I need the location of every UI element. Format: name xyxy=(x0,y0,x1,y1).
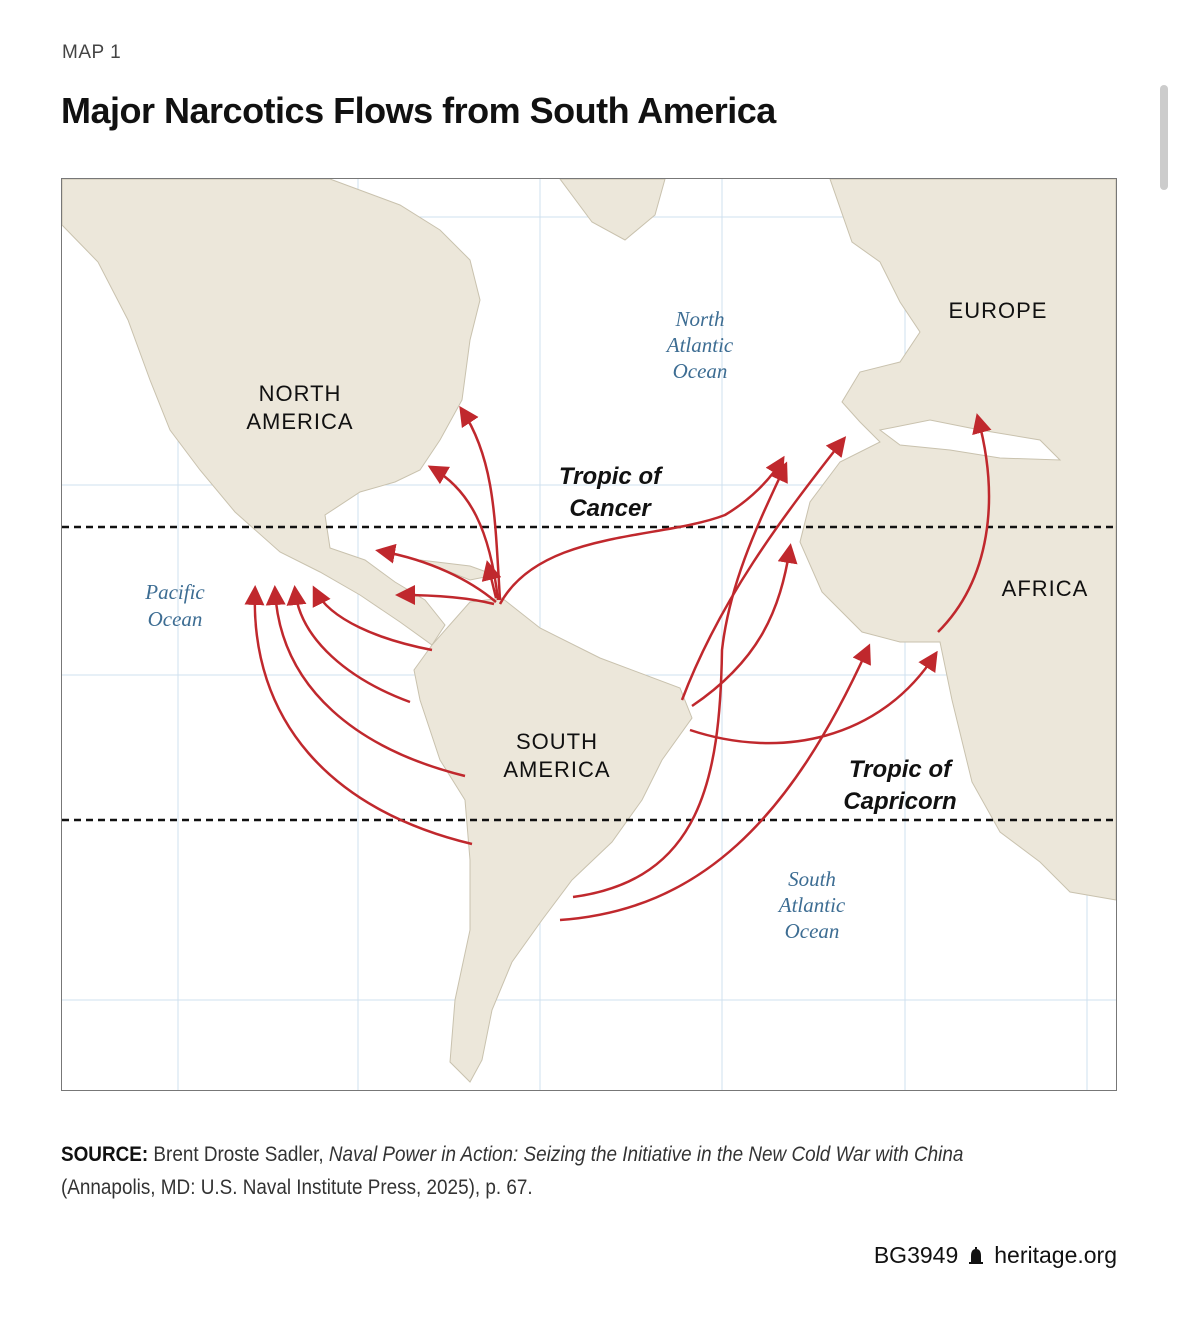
label-pacific-1: Pacific xyxy=(144,580,205,604)
source-note: SOURCE: Brent Droste Sadler, Naval Power… xyxy=(61,1138,1033,1204)
label-north-atlantic-3: Ocean xyxy=(673,359,728,383)
map-kicker: MAP 1 xyxy=(62,42,122,63)
flow-arrow xyxy=(481,560,502,599)
label-tropic-capricorn-2: Capricorn xyxy=(843,788,956,815)
label-south-america-2: AMERICA xyxy=(503,757,610,782)
scrollbar[interactable] xyxy=(1160,85,1168,190)
flow-arrow xyxy=(244,585,473,846)
label-tropic-capricorn-1: Tropic of xyxy=(849,756,953,783)
north-america-land xyxy=(61,178,481,646)
label-tropic-cancer-2: Cancer xyxy=(569,495,652,522)
flow-arrow xyxy=(375,543,497,603)
flow-arrow xyxy=(937,413,992,633)
flow-arrow xyxy=(395,585,495,606)
ocean-labels: North Atlantic Ocean Pacific Ocean South… xyxy=(144,307,846,943)
flow-arrow xyxy=(265,585,466,778)
flow-arrow xyxy=(691,543,798,708)
label-south-atlantic-2: Atlantic xyxy=(777,893,846,917)
label-south-atlantic-3: Ocean xyxy=(785,919,840,943)
site-link[interactable]: heritage.org xyxy=(994,1242,1117,1268)
map-svg: NORTH AMERICA SOUTH AMERICA EUROPE AFRIC… xyxy=(61,178,1117,1090)
label-pacific-2: Ocean xyxy=(148,607,203,631)
south-america-land xyxy=(413,597,693,1083)
footer: BG3949 heritage.org xyxy=(874,1242,1117,1269)
label-tropic-cancer-1: Tropic of xyxy=(559,463,663,490)
flow-arrow xyxy=(689,650,938,745)
landmasses xyxy=(61,178,1117,1083)
report-code: BG3949 xyxy=(873,1242,959,1268)
greenland-land xyxy=(559,178,666,241)
label-north-atlantic-1: North xyxy=(674,307,724,331)
label-europe: EUROPE xyxy=(949,298,1048,323)
label-north-america-2: AMERICA xyxy=(246,409,353,434)
mediterranean-sea xyxy=(878,419,1062,461)
label-south-atlantic-1: South xyxy=(788,867,836,891)
flow-arrow xyxy=(312,585,433,652)
flow-arrow xyxy=(559,643,871,922)
flow-arrow xyxy=(286,585,411,704)
source-author: Brent Droste Sadler, xyxy=(153,1143,324,1166)
tropic-labels: Tropic of Cancer Tropic of Capricorn xyxy=(559,463,957,815)
liberty-bell-icon xyxy=(969,1246,984,1264)
flow-arrow xyxy=(572,461,788,899)
flow-arrows xyxy=(244,405,992,922)
region-labels: NORTH AMERICA SOUTH AMERICA EUROPE AFRIC… xyxy=(246,298,1089,782)
narcotics-flow-map: NORTH AMERICA SOUTH AMERICA EUROPE AFRIC… xyxy=(61,178,1117,1091)
source-details: (Annapolis, MD: U.S. Naval Institute Pre… xyxy=(61,1176,533,1199)
source-work: Naval Power in Action: Seizing the Initi… xyxy=(328,1143,964,1166)
europe-africa-land xyxy=(799,178,1117,901)
source-label: SOURCE: xyxy=(61,1143,149,1166)
label-north-atlantic-2: Atlantic xyxy=(665,333,734,357)
flow-arrow xyxy=(498,455,785,605)
page-title: Major Narcotics Flows from South America xyxy=(61,90,776,131)
label-africa: AFRICA xyxy=(1002,576,1089,601)
label-south-america-1: SOUTH xyxy=(516,729,598,754)
flow-arrow xyxy=(680,436,847,701)
label-north-america-1: NORTH xyxy=(259,381,342,406)
tropic-lines xyxy=(62,525,1116,822)
